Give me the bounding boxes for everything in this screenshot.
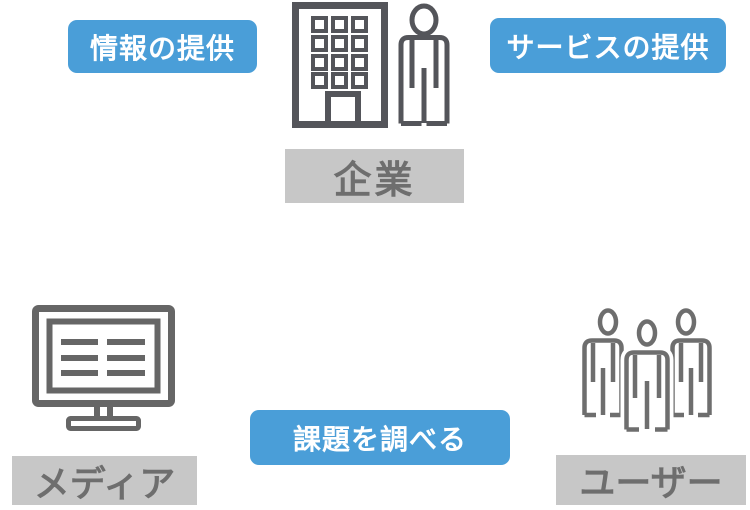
users-group-icon	[582, 308, 712, 432]
service-provision-badge: サービスの提供	[490, 18, 726, 73]
building-icon	[292, 2, 388, 128]
person-icon	[398, 3, 450, 126]
users-label: ユーザー	[556, 455, 746, 505]
info-provision-badge: 情報の提供	[68, 20, 257, 73]
company-label: 企業	[285, 149, 464, 203]
monitor-icon	[32, 305, 175, 431]
research-issues-badge: 課題を調べる	[250, 410, 510, 465]
media-label: メディア	[12, 456, 197, 505]
